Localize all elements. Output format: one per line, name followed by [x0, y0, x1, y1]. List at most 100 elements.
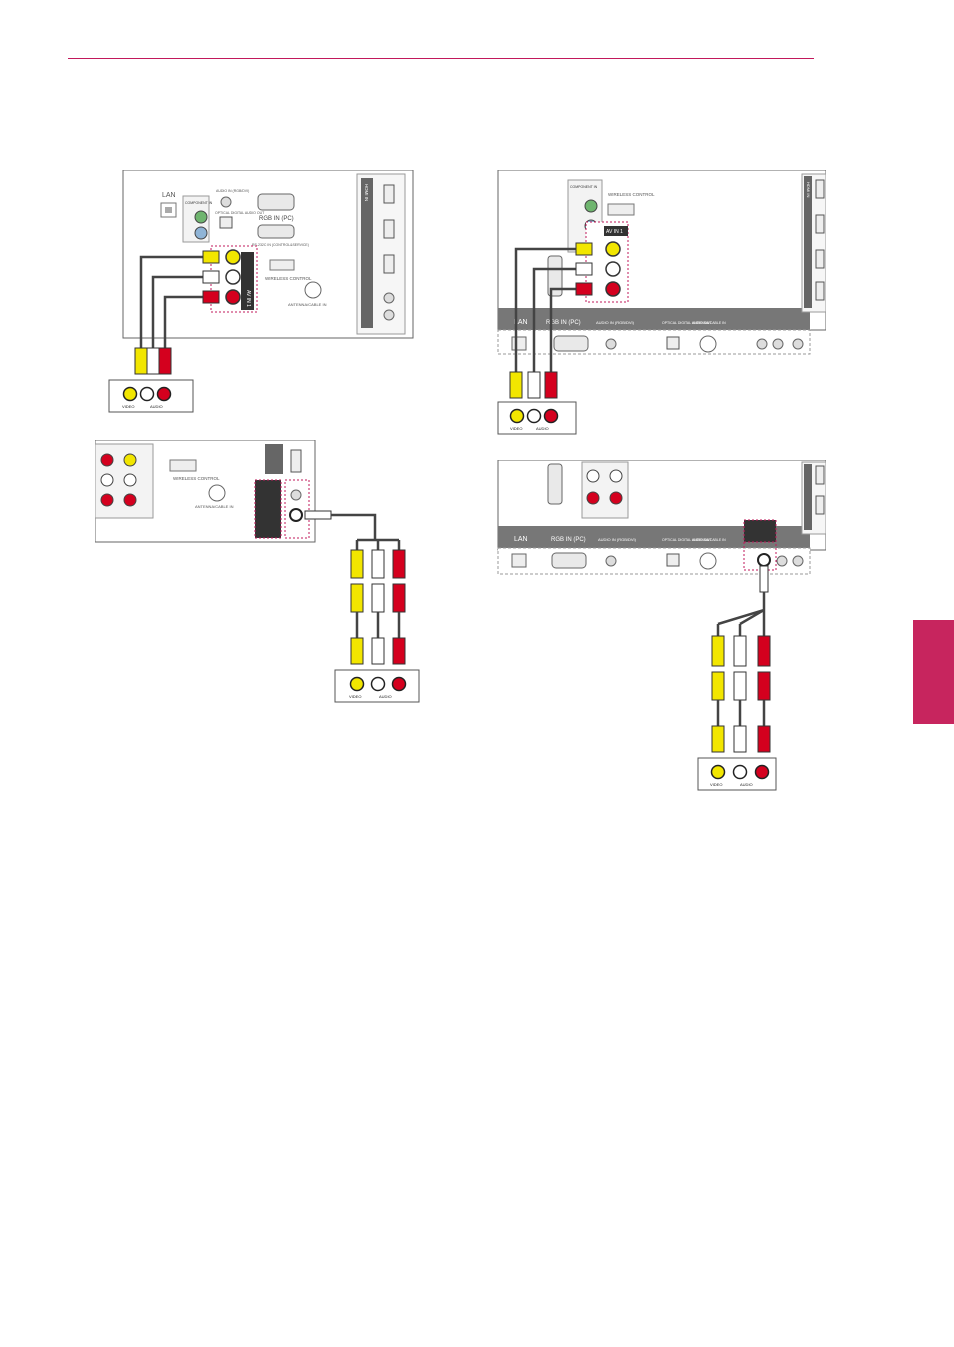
usb-jack-1 — [776, 555, 788, 567]
usb-jack-1 — [756, 338, 768, 350]
av-in-block — [581, 461, 629, 519]
audio-in-jack — [605, 338, 617, 350]
plug-audio-r-device — [158, 347, 172, 375]
wireless-control-label: WIRELESS CONTROL — [173, 476, 220, 481]
device-audio-label: AUDIO — [536, 426, 549, 431]
diagram-top-left: LAN COMPONENT IN AUDIO IN (RGB/DVI) OPTI… — [108, 170, 414, 413]
hdmi-port-3 — [383, 254, 395, 274]
diagram-top-right: LAN RGB IN (PC) AUDIO IN (RGB/DVI) OPTIC… — [497, 170, 826, 435]
av-in-audio-l-jack — [225, 269, 241, 285]
component-label: COMPONENT IN — [185, 201, 213, 205]
device-video-jack — [710, 764, 726, 780]
av-in-2-jack — [289, 508, 303, 522]
rs232c-label: RS-232C IN (CONTROL&SERVICE) — [252, 243, 309, 247]
wireless-control-port — [169, 459, 197, 472]
hdmi-port-1 — [815, 465, 825, 485]
cable-video — [139, 255, 215, 350]
hdmi-port-2 — [815, 214, 825, 234]
jack-red-2 — [100, 493, 114, 507]
plug-audio-r-av — [575, 282, 593, 296]
device-video-jack — [509, 408, 525, 424]
device-video-label: VIDEO — [510, 426, 522, 431]
plug-video-device — [509, 371, 523, 399]
rgb-in-port — [553, 335, 589, 352]
plug-video-av — [202, 250, 220, 264]
device-audio-r-jack — [754, 764, 770, 780]
lan-port-icon — [511, 336, 527, 351]
rgb-in-label: RGB IN (PC) — [551, 537, 586, 543]
av-in-audio-r-jack — [605, 281, 621, 297]
hdmi-port-2 — [815, 495, 825, 515]
antenna-label: ANTENNA/CABLE IN — [692, 538, 726, 542]
jack-white-1 — [100, 473, 114, 487]
cable-audio-l — [532, 267, 581, 375]
av-in-video-jack — [605, 241, 621, 257]
antenna-label: ANTENNA/CABLE IN — [195, 504, 234, 509]
rgb-in-label: RGB IN (PC) — [259, 216, 294, 222]
rgb-in-label: RGB IN (PC) — [546, 320, 581, 326]
usb-jack-1 — [383, 292, 395, 304]
lan-port-icon — [511, 553, 527, 568]
antenna-jack — [699, 552, 717, 570]
hdmi-in-label: HDMI IN — [806, 182, 811, 197]
av-in-2-highlight — [284, 479, 310, 539]
device-video-jack — [349, 676, 365, 692]
device-audio-l-jack — [139, 386, 155, 402]
av-in-1-label: AV IN 1 — [606, 229, 623, 235]
rs232c-port — [257, 224, 295, 239]
av-in-1-label: AV IN 1 — [245, 290, 251, 307]
antenna-jack — [208, 484, 226, 502]
plug-audio-l-av — [202, 270, 220, 284]
device-video-jack — [122, 386, 138, 402]
av-in-2-label-box — [254, 479, 282, 539]
optical-port — [666, 553, 680, 567]
hdmi-side-panel — [265, 444, 283, 474]
plug-audio-l-device — [527, 371, 541, 399]
wireless-control-port — [607, 203, 635, 216]
plug-video-av — [575, 242, 593, 256]
plug-audio-l-av — [575, 262, 593, 276]
usb-jack-2 — [383, 309, 395, 321]
usb-jack — [290, 489, 302, 501]
wireless-control-label: WIRELESS CONTROL — [265, 276, 312, 281]
splitter-cable — [331, 513, 401, 550]
tv-rear-panel — [497, 170, 826, 355]
optical-label: OPTICAL DIGITAL AUDIO OUT — [215, 211, 265, 215]
mini-plug — [304, 510, 332, 520]
audio-in-label: AUDIO IN (RGB/DVI) — [596, 320, 635, 325]
wireless-control-label: WIRELESS CONTROL — [608, 192, 655, 197]
splitter-cable — [716, 592, 766, 636]
antenna-jack — [699, 335, 717, 353]
hdmi-in-label: HDMI IN — [364, 184, 369, 201]
usb-jack-2 — [792, 555, 804, 567]
device-audio-label: AUDIO — [379, 694, 392, 699]
mini-plug — [759, 565, 769, 593]
device-audio-label: AUDIO — [740, 782, 753, 787]
rs232c-port — [547, 463, 563, 505]
device-audio-label: AUDIO — [150, 404, 163, 409]
wireless-control-port — [269, 259, 295, 271]
optical-port — [219, 216, 233, 229]
device-audio-r-jack — [543, 408, 559, 424]
optical-label: OPTICAL DIGITAL AUDIO OUT — [662, 321, 712, 325]
device-video-label: VIDEO — [710, 782, 722, 787]
hdmi-port-1 — [290, 449, 302, 473]
plug-audio-l-device — [146, 347, 160, 375]
audio-in-jack — [605, 555, 617, 567]
audio-in-label: AUDIO IN (RGB/DVI) — [598, 537, 637, 542]
rgb-in-port — [551, 552, 587, 569]
component-blue-jack — [194, 226, 208, 240]
hdmi-port-4 — [815, 281, 825, 301]
hdmi-port-1 — [383, 184, 395, 204]
header-rule — [68, 58, 814, 59]
jack-yellow — [123, 453, 137, 467]
av-in-audio-l-jack — [605, 261, 621, 277]
av-in-1-label-bar — [241, 252, 254, 310]
av-in-audio-r-jack — [225, 289, 241, 305]
component-label: COMPONENT IN — [570, 185, 598, 189]
device-audio-l-jack — [732, 764, 748, 780]
diagram-bottom-left: WIRELESS CONTROL ANTENNA/CABLE IN VIDEO … — [95, 440, 420, 703]
hdmi-port-1 — [815, 179, 825, 199]
rgb-in-port — [257, 193, 295, 211]
device-audio-l-jack — [370, 676, 386, 692]
